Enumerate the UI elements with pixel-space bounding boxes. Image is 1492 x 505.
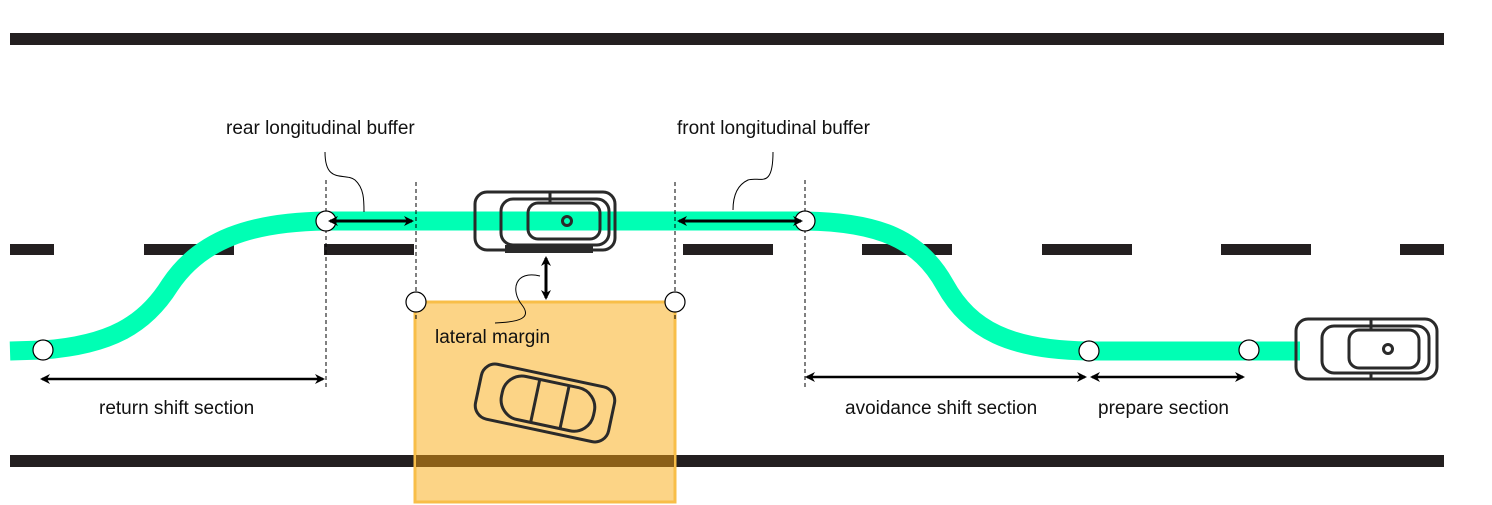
path-waypoints xyxy=(32,210,1260,362)
waypoint-prepare-start xyxy=(1238,339,1260,361)
label-rear-buffer: rear longitudinal buffer xyxy=(226,118,415,139)
waypoint-avoid-start xyxy=(1078,340,1100,362)
label-avoidance-shift: avoidance shift section xyxy=(845,398,1037,419)
dimension-arrows xyxy=(40,216,1245,384)
waypoint-return-end xyxy=(32,339,54,361)
road-boundary-overlap xyxy=(416,455,674,467)
road-bottom-boundary xyxy=(10,455,1444,467)
parked-vehicle-icon xyxy=(473,362,617,444)
leader-lines xyxy=(324,151,774,324)
obstacle-corner-front xyxy=(664,291,686,313)
label-return-shift: return shift section xyxy=(99,398,254,419)
label-front-buffer: front longitudinal buffer xyxy=(677,118,871,139)
obstacle-corner-rear xyxy=(405,291,427,313)
virtual-ego-vehicle-icon xyxy=(473,190,617,253)
road-top-boundary xyxy=(10,33,1444,45)
ego-vehicle-icon xyxy=(1294,317,1439,381)
label-lateral-margin: lateral margin xyxy=(435,327,550,348)
obstacle-envelope xyxy=(413,300,677,504)
label-prepare: prepare section xyxy=(1098,398,1229,419)
